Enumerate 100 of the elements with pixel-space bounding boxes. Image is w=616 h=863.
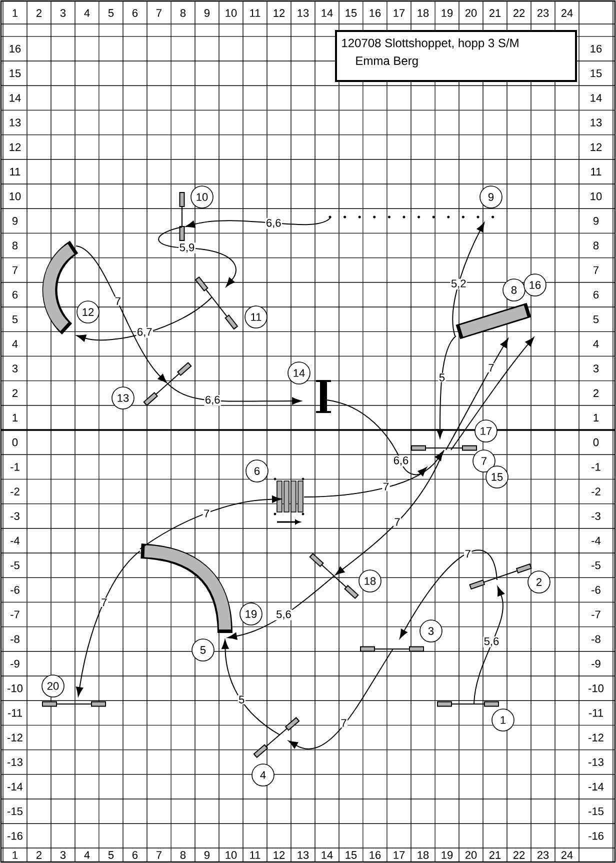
grid-number: 3 [593,364,599,372]
edge-label: 7 [464,549,472,558]
edge-label: 6,6 [204,395,222,406]
grid-number: 17 [394,851,405,859]
grid-number: -9 [592,660,600,668]
edge-label: 5,6 [483,636,500,648]
path-arrow [436,336,456,438]
grid-number: 6 [132,851,138,859]
grid-number: 13 [10,118,21,126]
grid-number: 16 [10,44,21,53]
grid-number: 9 [593,217,599,225]
path-arrow [288,648,394,750]
grid-number: -12 [588,734,604,742]
grid-number: 1 [12,9,18,17]
grid-number: 10 [226,851,237,859]
grid-number: -16 [8,832,22,840]
grid-number: 6 [132,9,138,17]
edge-label: 5,9 [178,242,196,254]
grid-number: -8 [10,635,20,643]
edge-label: 6,6 [392,456,410,466]
grid-number: 7 [156,851,162,859]
grid-number: 5 [593,315,599,324]
path-arrow [452,222,485,336]
grid-number: -5 [10,561,20,570]
grid-number: 23 [537,9,549,17]
grid-number: -11 [8,709,22,717]
grid-number: 17 [394,9,405,17]
edge-label: 6,6 [265,218,282,229]
grid-number: -14 [588,782,604,790]
jump-drawing [143,362,192,406]
path-arrow [222,640,280,736]
path-arrow [335,450,444,576]
grid-number: 18 [418,851,429,859]
path-arrow [474,586,504,704]
grid-number: 19 [442,9,453,17]
path-arrow [158,226,236,287]
grid-number: 16 [590,44,602,53]
grid-number: 7 [12,266,18,274]
grid-number: 2 [36,9,42,17]
grid-number: 13 [298,851,309,859]
grid-number: -8 [592,635,600,643]
path-arrow [446,338,508,450]
edge-label: 5 [238,694,246,704]
grid-number: 3 [60,9,66,17]
grid-number: 14 [10,94,21,102]
path-arrow [186,216,332,228]
path-arrow [304,451,444,498]
path-arrow [76,296,212,342]
edge-label: 7 [340,718,348,728]
edge-label: 6,7 [136,327,154,338]
grid-number: 11 [591,168,602,176]
grid-number: 24 [561,9,573,17]
grid-number: 1 [594,414,599,422]
grid-number: 2 [36,851,42,859]
tunnel-drawing [140,544,232,634]
grid-number: 4 [593,340,599,348]
jump-drawing [309,552,359,600]
grid-number: 15 [346,9,357,17]
grid-number: 12 [274,9,285,17]
grid-number: 16 [370,9,381,17]
edge-label: 7 [487,363,496,372]
grid-number: 5 [108,851,114,859]
jump-drawing [253,716,300,758]
grid-number: -7 [10,610,20,618]
grid-number: 1 [12,414,18,422]
grid-number: 14 [322,9,333,17]
grid-number: 6 [12,290,18,299]
path-arrow [140,496,282,550]
grid-number: 15 [10,69,21,78]
grid-number: -10 [8,684,22,692]
jump-drawing [179,192,185,242]
grid-number: 0 [12,438,18,446]
grid-number: -11 [588,709,603,717]
jump-drawing [360,646,424,652]
path-arrow [168,384,302,405]
grid-number: 2 [12,389,18,397]
grid-number: 13 [590,118,602,126]
grid-number: 11 [10,168,20,176]
grid-number: 23 [537,851,549,859]
jump-drawing [410,445,478,451]
grid-number: 5 [12,315,18,324]
edge-label: 5,2 [450,278,468,290]
edge-label: 7 [114,296,122,306]
grid-number: 13 [298,9,309,17]
grid-number: 20 [465,9,477,17]
grid-number: 10 [226,9,237,17]
grid-number: 9 [12,217,18,225]
grid-number: 4 [84,851,90,859]
grid-number: 11 [250,851,260,859]
grid-number: 12 [590,143,602,151]
edge-label: 5,6 [275,610,292,620]
grid-number: -15 [588,807,604,816]
edge-label: 7 [100,598,108,607]
grid-number: -1 [10,463,20,471]
grid-number: -3 [10,512,20,520]
grid-number: -16 [588,832,604,840]
grid-number: 3 [12,364,18,372]
grid-number: 7 [156,9,162,17]
grid-number: -2 [10,488,20,496]
grid-number: -13 [8,758,22,766]
